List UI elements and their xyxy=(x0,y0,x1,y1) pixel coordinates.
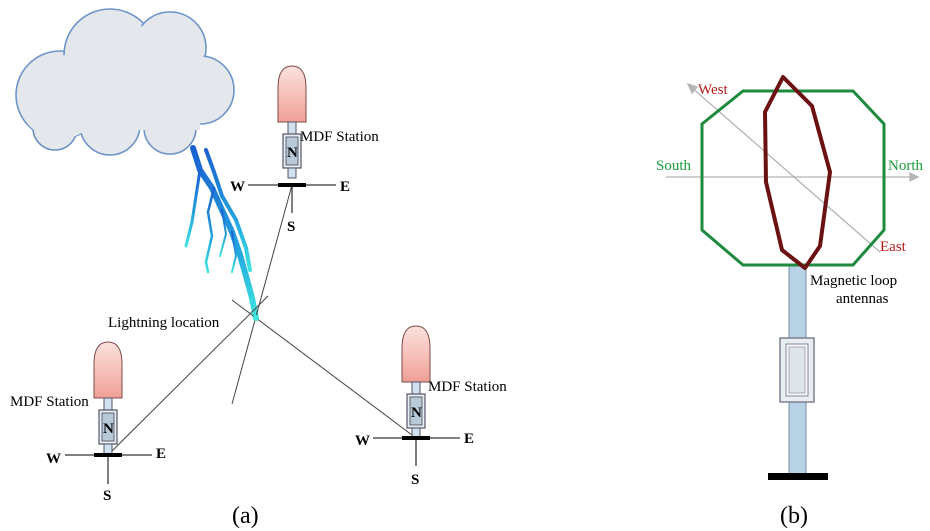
receiver-box xyxy=(779,337,815,403)
south-label: S xyxy=(103,488,111,504)
west-label: W xyxy=(230,179,245,195)
direction-axes xyxy=(666,82,920,253)
mdf-station-icon xyxy=(401,325,431,439)
station-label: MDF Station xyxy=(300,129,379,145)
bearing-line-right xyxy=(231,299,417,439)
east-label: E xyxy=(156,446,166,462)
west-label: W xyxy=(355,433,370,449)
east-label: E xyxy=(340,179,350,195)
needle-label: N xyxy=(411,405,422,421)
south-label: S xyxy=(287,219,295,235)
caption-b: (b) xyxy=(780,503,808,529)
bearing-line-top xyxy=(231,184,293,405)
station-label: MDF Station xyxy=(428,379,507,395)
antenna-label-line1: Magnetic loop xyxy=(810,273,897,289)
east-label: E xyxy=(464,431,474,447)
mdf-station-icon xyxy=(93,341,123,455)
lightning-bolt-icon xyxy=(184,145,259,321)
panel-b: West East South North Magnetic loop ante… xyxy=(656,75,923,529)
south-label: S xyxy=(411,472,419,488)
bearing-line-left xyxy=(107,295,269,456)
antenna-base xyxy=(768,473,828,480)
cloud-icon xyxy=(15,8,235,156)
antenna-label-line2: antennas xyxy=(836,291,889,307)
needle-label: N xyxy=(287,145,298,161)
west-label: West xyxy=(698,82,728,98)
mdf-station-icon xyxy=(277,65,307,179)
mdf-station-right: N MDF Station W E S xyxy=(355,325,507,488)
bearing-lines xyxy=(107,184,417,456)
east-label: East xyxy=(880,239,907,255)
needle-label: N xyxy=(103,421,114,437)
mdf-station-left: N MDF Station W E S xyxy=(10,341,166,504)
south-label: South xyxy=(656,158,692,174)
station-label: MDF Station xyxy=(10,394,89,410)
west-label: W xyxy=(46,451,61,467)
lightning-location-label: Lightning location xyxy=(108,315,220,331)
mdf-station-top: N MDF Station W E S xyxy=(230,65,379,235)
lightning-location-marker xyxy=(253,315,259,321)
caption-a: (a) xyxy=(232,503,259,529)
north-label: North xyxy=(888,158,923,174)
north-south-loop xyxy=(700,89,886,267)
west-east-loop xyxy=(763,75,832,270)
panel-a: Lightning location N MDF Station W E S N… xyxy=(10,8,507,529)
